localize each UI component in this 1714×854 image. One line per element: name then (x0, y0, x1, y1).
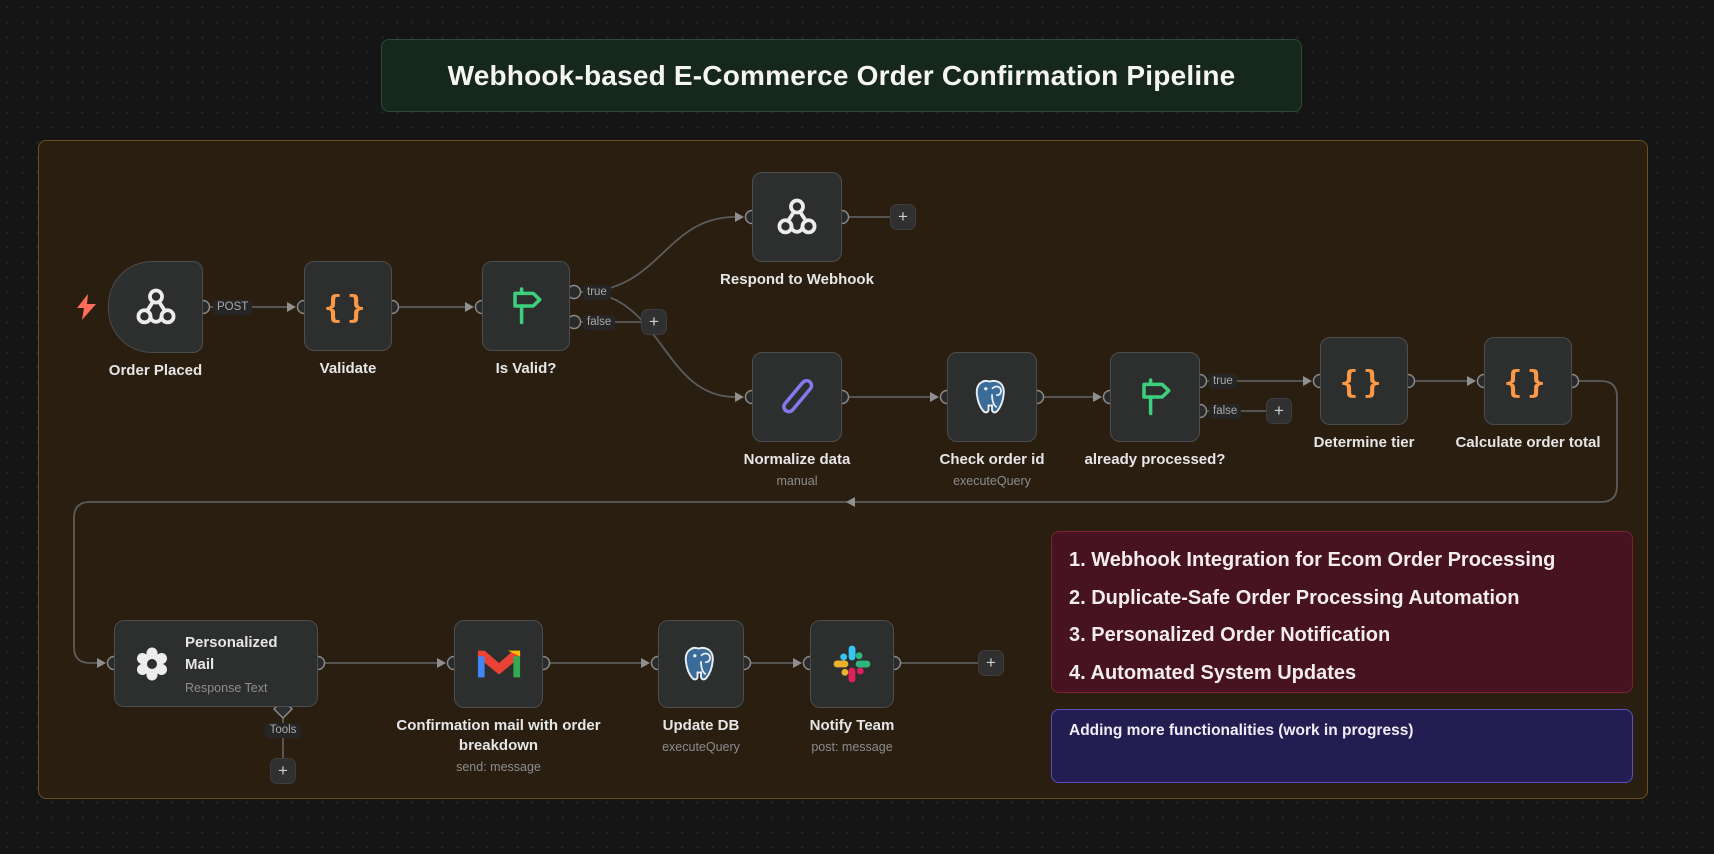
node-label: Calculate order total (1455, 434, 1601, 451)
pipeline-title: Webhook-based E-Commerce Order Confirmat… (447, 59, 1236, 91)
node-label: Order Placed (108, 362, 203, 379)
node-label: Personalized Mail (185, 634, 278, 673)
slack-icon (833, 645, 871, 683)
svg-text:{}: {} (325, 290, 370, 326)
wire-arrowheads (97, 212, 1476, 668)
add-node-button[interactable]: + (641, 309, 667, 335)
gmail-icon (477, 650, 520, 678)
add-node-button[interactable]: + (1266, 398, 1292, 424)
node-is-valid[interactable]: Is Valid? (482, 261, 570, 377)
svg-text:{}: {} (1341, 365, 1386, 401)
node-determine-tier[interactable]: {} Determine tier (1314, 337, 1414, 451)
code-icon: {} (1341, 365, 1386, 401)
node-label: Determine tier (1313, 434, 1415, 451)
postgres-icon (975, 379, 1005, 414)
wire-label-true: true (583, 285, 611, 300)
openai-icon (137, 647, 167, 680)
sticky-note-title[interactable]: Webhook-based E-Commerce Order Confirmat… (381, 39, 1302, 112)
lightning-icon (77, 294, 96, 320)
node-already-processed[interactable]: already processed? (1085, 352, 1225, 468)
node-label: Is Valid? (495, 360, 557, 377)
node-check-order-id[interactable]: Check order id executeQuery (939, 352, 1045, 488)
node-label: Normalize data (743, 451, 851, 468)
wire-label-tools: Tools (265, 723, 301, 738)
add-tool-button[interactable]: + (270, 758, 296, 784)
code-icon: {} (1505, 365, 1550, 401)
node-personalized-mail[interactable]: Personalized Mail Response Text (114, 620, 318, 707)
wip-text: Adding more functionalities (work in pro… (1069, 722, 1414, 739)
node-label: Confirmation mail with order breakdown (396, 717, 601, 754)
node-normalize-data[interactable]: Normalize data manual (744, 352, 850, 488)
node-label: Validate (319, 360, 377, 377)
node-subtitle: send: message (456, 760, 541, 774)
wire-label-true: true (1209, 374, 1237, 389)
code-icon: {} (325, 290, 370, 326)
node-label: Check order id (939, 451, 1045, 468)
node-calculate-order-total[interactable]: {} Calculate order total (1455, 337, 1601, 451)
edit-icon (782, 378, 814, 414)
node-confirmation-mail[interactable]: Confirmation mail with order breakdown s… (396, 620, 601, 774)
node-label: already processed? (1084, 451, 1226, 468)
if-icon (1142, 378, 1171, 416)
node-subtitle: executeQuery (953, 474, 1031, 488)
goal-item: 2. Duplicate-Safe Order Processing Autom… (1069, 586, 1520, 609)
wire-label-false: false (1209, 404, 1242, 419)
postgres-icon (684, 646, 714, 681)
goal-item: 1. Webhook Integration for Ecom Order Pr… (1069, 549, 1556, 571)
node-subtitle: manual (776, 474, 818, 488)
node-subtitle: executeQuery (662, 740, 740, 754)
goal-item: 4. Automated System Updates (1069, 661, 1357, 684)
node-order-placed[interactable]: Order Placed (108, 261, 203, 379)
node-validate[interactable]: {} Validate (304, 261, 392, 377)
goal-item: 3. Personalized Order Notification (1069, 624, 1391, 646)
webhook-icon (136, 288, 175, 325)
node-subtitle: Response Text (185, 681, 268, 695)
webhook-icon (777, 198, 817, 235)
node-label: Update DB (662, 717, 740, 734)
add-node-button[interactable]: + (978, 650, 1004, 676)
wire-label-post: POST (213, 300, 253, 315)
node-label: Notify Team (809, 717, 895, 734)
add-node-button[interactable]: + (890, 204, 916, 230)
node-notify-team[interactable]: Notify Team post: message (810, 620, 894, 754)
node-update-db[interactable]: Update DB executeQuery (658, 620, 744, 754)
sticky-note-goals[interactable]: 1. Webhook Integration for Ecom Order Pr… (1051, 531, 1633, 693)
svg-text:{}: {} (1505, 365, 1550, 401)
wire-label-false: false (583, 315, 616, 330)
node-label: Respond to Webhook (720, 271, 874, 288)
if-icon (513, 287, 542, 325)
node-respond-webhook[interactable]: Respond to Webhook (720, 172, 874, 288)
sticky-note-wip[interactable]: Adding more functionalities (work in pro… (1051, 709, 1633, 783)
node-subtitle: post: message (811, 740, 893, 754)
